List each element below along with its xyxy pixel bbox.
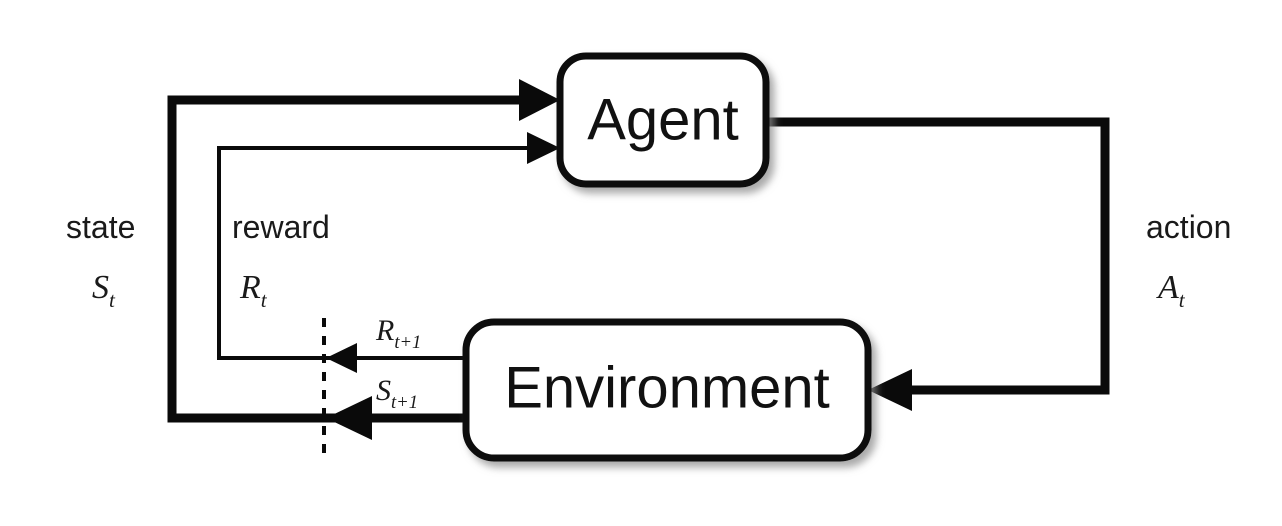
edge-action-forward [766,117,1110,411]
agent-box[interactable] [556,52,770,188]
reward-next-symbol-base: R [375,314,394,347]
state-feedback-line [167,95,540,423]
state-next-symbol-base: S [376,374,391,407]
action-forward-arrowhead [868,369,912,411]
reward-label-word: reward [232,209,330,245]
state-symbol-base: S [92,269,109,306]
state-label-word: state [66,209,135,245]
reward-symbol-sub: t [261,288,268,312]
reward-label-symbol: Rt [239,269,268,312]
agent-label: Agent [587,87,739,152]
reward-symbol-base: R [239,269,261,306]
environment-label: Environment [504,355,830,420]
state-next-label: St+1 [376,374,418,413]
reward-feedback-arrowhead [527,132,560,164]
reward-next-symbol-sub: t+1 [394,332,421,353]
action-symbol-sub: t [1179,288,1186,312]
state-next-symbol-sub: t+1 [391,392,418,413]
state-label-symbol: St [92,269,116,312]
edge-reward-next [326,343,466,373]
edge-state-next [326,396,466,440]
node-environment[interactable] [462,318,872,462]
reward-next-arrowhead [326,343,357,373]
action-label-symbol: At [1156,269,1186,312]
action-forward-line [766,117,1110,395]
state-next-arrowhead [326,396,372,440]
state-feedback-arrowhead [519,79,560,121]
environment-box[interactable] [462,318,872,462]
action-symbol-base: A [1156,269,1179,306]
reward-next-label: Rt+1 [375,314,421,353]
action-label-word: action [1146,209,1231,245]
edge-state-feedback [167,79,560,423]
node-agent[interactable] [556,52,770,188]
state-symbol-sub: t [109,288,116,312]
